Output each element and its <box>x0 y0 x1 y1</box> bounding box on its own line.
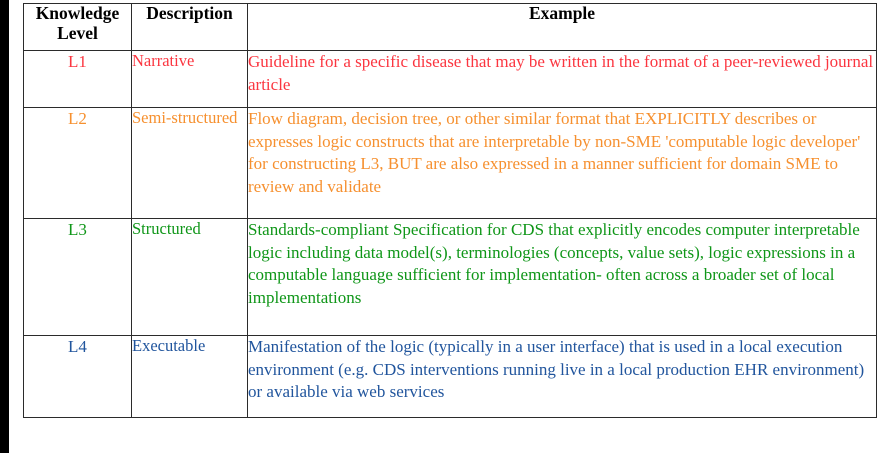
cell-example-l4: Manifestation of the logic (typically in… <box>247 335 877 418</box>
knowledge-level-table: Knowledge Level Description Example L1 N… <box>23 3 877 418</box>
cell-description-l1: Narrative <box>131 50 248 108</box>
table-row: L2 Semi-structured Flow diagram, decisio… <box>23 107 877 219</box>
cell-description-l4: Executable <box>131 335 248 418</box>
column-header-description: Description <box>131 3 248 51</box>
table-header: Knowledge Level Description Example <box>23 3 877 51</box>
page-edge-artifact <box>0 0 9 453</box>
table-row: L3 Structured Standards-compliant Specif… <box>23 218 877 336</box>
cell-description-l2: Semi-structured <box>131 107 248 219</box>
cell-description-l3: Structured <box>131 218 248 336</box>
table-body: L1 Narrative Guideline for a specific di… <box>23 50 877 418</box>
cell-example-l2: Flow diagram, decision tree, or other si… <box>247 107 877 219</box>
table-row: L1 Narrative Guideline for a specific di… <box>23 50 877 108</box>
cell-example-l1: Guideline for a specific disease that ma… <box>247 50 877 108</box>
cell-level-l2: L2 <box>23 107 132 219</box>
header-row: Knowledge Level Description Example <box>23 3 877 51</box>
cell-level-l1: L1 <box>23 50 132 108</box>
column-header-knowledge-level: Knowledge Level <box>23 3 132 51</box>
column-header-example: Example <box>247 3 877 51</box>
cell-example-l3: Standards-compliant Specification for CD… <box>247 218 877 336</box>
cell-level-l3: L3 <box>23 218 132 336</box>
table-row: L4 Executable Manifestation of the logic… <box>23 335 877 418</box>
cell-level-l4: L4 <box>23 335 132 418</box>
